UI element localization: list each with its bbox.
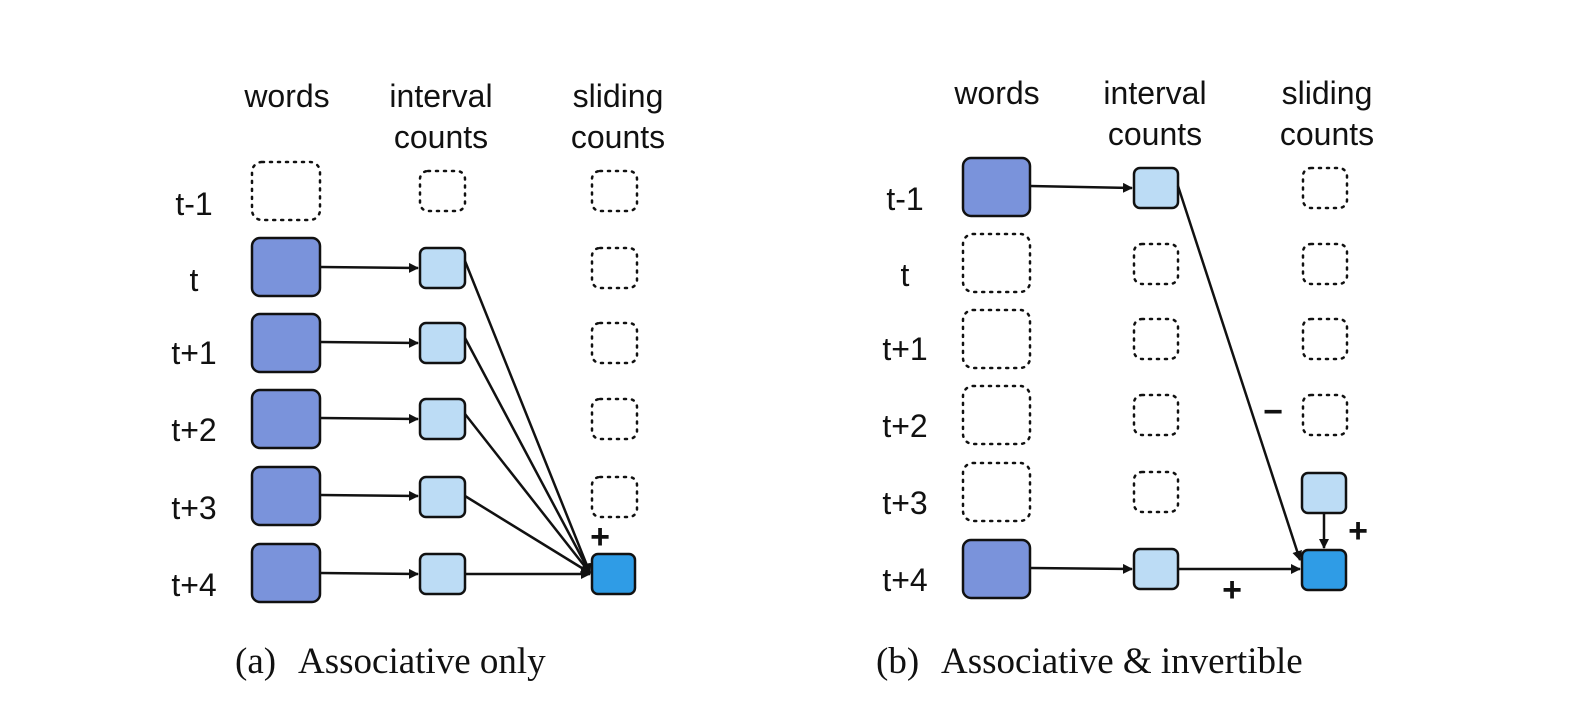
panel-b-word-slot-empty — [961, 232, 1032, 294]
panel-a-row-label: t — [190, 262, 199, 298]
panel-b-interval-slot-empty — [1132, 470, 1180, 514]
panel-b-header-interval-line2: counts — [1108, 116, 1202, 152]
panel-b-header-sliding-line2: counts — [1280, 116, 1374, 152]
panel-b-arrow-word-to-interval — [1029, 563, 1133, 574]
panel-b-plus-sign: + — [1222, 571, 1242, 609]
panel-b-interval-box — [1132, 547, 1180, 591]
panel-a-arrow-interval-to-sliding — [464, 413, 591, 574]
panel-a-row-label: t+2 — [171, 412, 216, 448]
panel-b: words interval counts sliding counts t-1… — [876, 75, 1374, 682]
panel-a-header-interval-line1: interval — [389, 78, 492, 114]
panel-a-header-interval-line2: counts — [394, 119, 488, 155]
panel-a-row-label: t+1 — [171, 335, 216, 371]
panel-b-header-sliding-line1: sliding — [1282, 75, 1373, 111]
panel-b-header-words: words — [953, 75, 1039, 111]
panel-b-header-interval-line1: interval — [1103, 75, 1206, 111]
panel-a-sliding-box — [590, 552, 637, 596]
panel-b-arrow-word-to-interval — [1029, 182, 1133, 193]
panel-a-word-box — [250, 312, 322, 374]
panel-b-word-box — [961, 156, 1032, 218]
panel-b-row-label: t+3 — [882, 485, 927, 521]
panel-b-interval-slot-empty — [1132, 393, 1180, 437]
panel-b-word-slot-empty — [961, 384, 1032, 446]
panel-b-sliding-slot-empty — [1301, 166, 1349, 210]
panel-a-sliding-slot-empty — [590, 397, 639, 441]
panel-a-header-sliding-line2: counts — [571, 119, 665, 155]
panel-b-caption-text: Associative & invertible — [941, 641, 1303, 682]
panel-b-word-box — [961, 538, 1032, 600]
panel-a-caption-label: (a) — [235, 641, 276, 682]
panel-a-arrow-interval-to-sliding — [463, 337, 592, 574]
panel-b-interval-slot-empty — [1132, 242, 1180, 286]
panel-a-arrow-word-to-interval — [319, 262, 419, 273]
panel-a-interval-box — [418, 475, 467, 519]
panel-a-sliding-slot-empty — [590, 321, 639, 365]
panel-a: words interval counts sliding counts t-1… — [171, 78, 665, 682]
panel-a-arrow-interval-to-sliding — [463, 260, 592, 574]
panel-b-sliding-slot-empty — [1301, 317, 1349, 361]
panel-a-interval-box — [418, 321, 467, 365]
panel-a-row-label: t+3 — [171, 490, 216, 526]
panel-a-arrow-word-to-interval — [319, 337, 419, 348]
panel-b-sliding-slot-empty — [1301, 393, 1349, 437]
panel-b-caption-label: (b) — [876, 641, 919, 682]
panel-a-arrow-word-to-interval — [319, 413, 419, 424]
panel-b-interval-box — [1132, 166, 1180, 210]
panel-a-arrow-word-to-interval — [319, 568, 419, 579]
panel-b-row-label: t+4 — [882, 562, 927, 598]
panel-b-sliding-box — [1300, 548, 1348, 592]
panel-a-word-box — [250, 465, 322, 527]
panel-a-arrow-interval-to-sliding — [464, 494, 591, 575]
panel-a-word-box — [250, 542, 322, 604]
panel-a-caption-text: Associative only — [298, 641, 546, 682]
panel-a-interval-box — [418, 552, 467, 596]
panel-a-word-slot-empty — [250, 160, 322, 222]
panel-b-interval-slot-empty — [1132, 317, 1180, 361]
panel-b-minus-sign: − — [1263, 393, 1283, 431]
panel-a-interval-slot-empty — [418, 169, 467, 213]
panel-b-sliding-slot-empty — [1301, 242, 1349, 286]
panel-b-row-label: t-1 — [886, 181, 923, 217]
panel-b-arrow-interval-subtract — [1176, 185, 1302, 561]
panel-a-word-box — [250, 236, 322, 298]
panel-a-interval-box — [418, 397, 467, 441]
panel-b-row-label: t+2 — [882, 408, 927, 444]
panel-a-interval-box — [418, 246, 467, 290]
panel-a-row-label: t+4 — [171, 567, 216, 603]
panel-b-row-label: t+1 — [882, 331, 927, 367]
panel-b-word-slot-empty — [961, 308, 1032, 370]
panel-a-sliding-slot-empty — [590, 475, 639, 519]
panel-a-header-words: words — [243, 78, 329, 114]
panel-a-row-label: t-1 — [175, 186, 212, 222]
panel-a-word-box — [250, 388, 322, 450]
panel-b-sliding-box-prev — [1300, 471, 1348, 515]
panel-b-row-label: t — [901, 257, 910, 293]
panel-a-sliding-slot-empty — [590, 169, 639, 213]
panel-a-sliding-slot-empty — [590, 246, 639, 290]
panel-a-plus-sign: + — [590, 518, 610, 556]
panel-a-arrow-word-to-interval — [319, 490, 419, 501]
panel-a-header-sliding-line1: sliding — [573, 78, 664, 114]
panel-b-plus-sign: + — [1348, 512, 1368, 550]
panel-b-word-slot-empty — [961, 461, 1032, 523]
